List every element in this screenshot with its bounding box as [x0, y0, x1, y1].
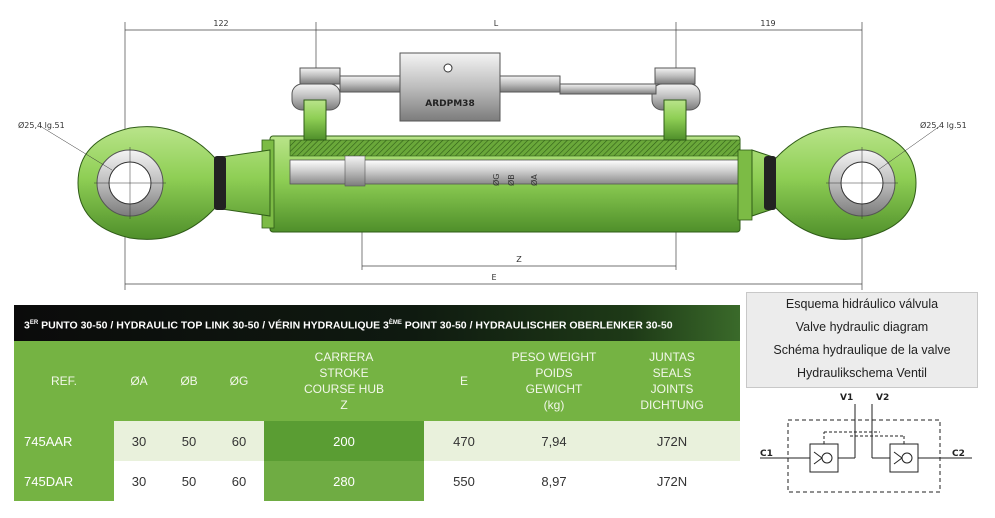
cell-a: 30 — [114, 421, 164, 461]
cell-stroke: 280 — [264, 461, 424, 501]
label-c2: C2 — [952, 449, 965, 459]
cell-e: 470 — [424, 421, 504, 461]
header-a: ØA — [130, 374, 148, 388]
header-e: E — [459, 374, 468, 388]
cell-seals: J72N — [604, 421, 740, 461]
header-stroke-line: COURSE HUB — [303, 382, 384, 396]
valve-caption-line: Esquema hidráulico válvula — [785, 297, 939, 311]
header-seals-line: JOINTS — [650, 382, 694, 396]
pin-left-label: Ø25,4 lg.51 — [18, 120, 65, 130]
right-eye-end — [751, 126, 917, 240]
cell-weight: 8,97 — [504, 461, 604, 501]
header-seals-line: JUNTAS — [649, 350, 695, 364]
header-seals-line: DICHTUNG — [640, 398, 704, 412]
header-stroke-line: STROKE — [319, 366, 369, 380]
cell-weight: 7,94 — [504, 421, 604, 461]
valve-caption-box: Esquema hidráulico válvula Valve hydraul… — [746, 292, 978, 388]
label-v1: V1 — [840, 393, 853, 403]
dim-e-label: E — [491, 273, 496, 282]
cell-stroke: 200 — [264, 421, 424, 461]
header-stroke-line: CARRERA — [314, 350, 374, 364]
header-seals-line: SEALS — [652, 366, 692, 380]
cell-seals: J72N — [604, 461, 740, 501]
table-header-row: REF. ØA ØB ØG CARRERA STROKE COURSE HUB … — [14, 341, 740, 421]
table-row: 745AAR 30 50 60 200 470 7,94 J72N — [14, 421, 740, 461]
dim-left-label: 122 — [213, 19, 228, 28]
header-weight-line: PESO WEIGHT — [511, 350, 597, 364]
valve-caption-line: Hydraulikschema Ventil — [797, 366, 927, 380]
valve-model-label: ARDPM38 — [425, 99, 474, 109]
lock-valve-block — [399, 52, 501, 122]
table-title: 3ER PUNTO 30-50 / HYDRAULIC TOP LINK 30-… — [14, 305, 740, 341]
dim-mid-label: L — [494, 19, 499, 28]
label-b: ØB — [506, 174, 516, 186]
header-b: ØB — [180, 374, 198, 388]
cell-a: 30 — [114, 461, 164, 501]
header-weight-line: (kg) — [543, 398, 565, 412]
label-c1: C1 — [760, 449, 773, 459]
valve-hydraulic-diagram: V1 V2 C1 C2 — [760, 393, 972, 493]
header-ref: REF. — [50, 374, 77, 388]
dim-right-label: 119 — [760, 19, 775, 28]
cell-g: 60 — [214, 421, 264, 461]
spec-table: 3ER PUNTO 30-50 / HYDRAULIC TOP LINK 30-… — [14, 305, 740, 501]
title-pre: 3 — [24, 319, 30, 332]
hydraulic-line — [291, 67, 701, 141]
header-weight-line: POIDS — [535, 366, 573, 380]
title-mid: PUNTO 30-50 / HYDRAULIC TOP LINK 30-50 /… — [38, 319, 389, 332]
cell-ref: 745AAR — [24, 433, 73, 449]
valve-caption-line: Valve hydraulic diagram — [795, 320, 929, 334]
cell-ref: 745DAR — [24, 473, 74, 489]
title-sup1: ER — [29, 320, 39, 326]
label-g: ØG — [491, 174, 501, 187]
cell-b: 50 — [164, 461, 214, 501]
cell-g: 60 — [214, 461, 264, 501]
header-stroke-line: Z — [340, 398, 348, 412]
dim-z-label: Z — [516, 255, 522, 264]
header-g: ØG — [229, 374, 249, 388]
header-weight-line: GEWICHT — [525, 382, 583, 396]
title-sup2: ÈME — [388, 320, 402, 326]
cylinder-drawing: 122 L 119 Z E Ø25,4 lg.51 Ø25,4 lg.51 — [18, 19, 967, 290]
label-v2: V2 — [876, 393, 889, 403]
pin-right-label: Ø25,4 lg.51 — [920, 120, 967, 130]
cell-b: 50 — [164, 421, 214, 461]
header-weight: PESO WEIGHT POIDS GEWICHT (kg) — [504, 341, 604, 421]
header-seals: JUNTAS SEALS JOINTS DICHTUNG — [604, 341, 740, 421]
title-post: POINT 30-50 / HYDRAULISCHER OBERLENKER 3… — [401, 319, 673, 332]
label-a: ØA — [529, 174, 539, 186]
valve-caption-line: Schéma hydraulique de la valve — [773, 343, 951, 357]
table-row: 745DAR 30 50 60 280 550 8,97 J72N — [14, 461, 740, 501]
piston-rod — [289, 159, 753, 185]
header-stroke: CARRERA STROKE COURSE HUB Z — [264, 341, 424, 421]
cell-e: 550 — [424, 461, 504, 501]
